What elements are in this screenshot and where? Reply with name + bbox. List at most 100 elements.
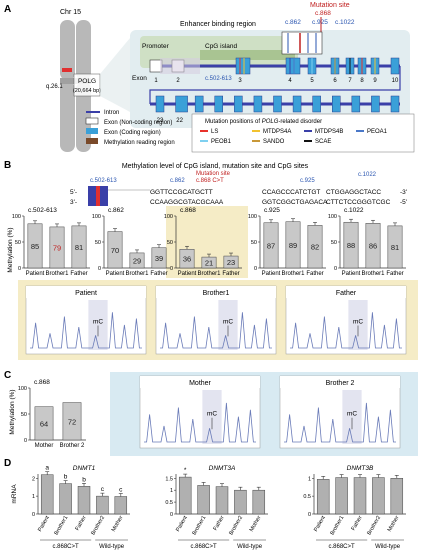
exon-10 — [390, 57, 400, 75]
category-label: Brother1 — [197, 271, 221, 277]
trace-title: Brother1 — [203, 290, 230, 297]
bar — [59, 483, 72, 515]
gene-size: (20,664 bp) — [73, 88, 101, 94]
trace-title: Mother — [189, 380, 211, 387]
data-label: 87 — [267, 241, 275, 250]
top-exons — [235, 57, 400, 75]
exon-16 — [292, 95, 302, 113]
exon-label-6: 6 — [333, 78, 337, 84]
category-label: Father — [306, 271, 323, 277]
chart-title: c.868 — [34, 379, 50, 386]
y-tick-label: 0 — [334, 266, 337, 272]
exon-label-5: 5 — [310, 78, 314, 84]
y-tick-label: 100 — [18, 386, 27, 392]
category-label: Father — [150, 271, 167, 277]
promoter-label: Promoter — [142, 43, 170, 50]
category-label: Father — [351, 515, 364, 532]
category-label: Patient — [106, 271, 125, 277]
trace-signal — [290, 312, 402, 349]
y-tick-label: 100 — [92, 214, 101, 220]
category-label: Mother — [111, 515, 125, 533]
trace-header — [26, 286, 146, 298]
exon-label-22: 22 — [176, 118, 183, 124]
bar — [353, 477, 367, 515]
chart-title: c.862 — [108, 207, 124, 214]
exon-22 — [175, 95, 188, 113]
bar — [77, 486, 91, 515]
trace-title: Brother 2 — [326, 380, 355, 387]
chart-title: DNMT3A — [209, 465, 236, 472]
category-label: Mother — [35, 443, 54, 449]
exon-15 — [312, 95, 321, 113]
disorder-peob1: PEOB1 — [211, 139, 232, 145]
seq-bot-prefix: 3'- — [70, 199, 77, 206]
exon-label-3: 3 — [238, 78, 242, 84]
y-tick-label: 100 — [248, 214, 257, 220]
bar — [62, 402, 82, 441]
group-label-mut: c.868C>T — [329, 544, 356, 550]
exon-label-2: 2 — [176, 78, 180, 84]
panel-d-letter: D — [4, 458, 11, 469]
mc-label: mC — [207, 411, 217, 418]
seq-c868: c.868 C>T — [196, 178, 224, 184]
seq-c862: c.862 — [170, 178, 185, 184]
y-tick-label: 50 — [331, 240, 337, 246]
mutation-zoom-lines — [287, 33, 317, 53]
y-tick-label: 0 — [24, 438, 27, 444]
c502-marker: c.502-613 — [205, 76, 232, 82]
bar — [390, 478, 404, 515]
category-label: Patient — [175, 515, 189, 533]
data-label: 64 — [40, 419, 48, 428]
category-label: Brother1 — [45, 271, 69, 277]
trace-signal — [30, 312, 142, 349]
legend-methylation: Methylation reading region — [104, 140, 175, 146]
category-label: Patient — [342, 271, 361, 277]
sig-letter: * — [184, 467, 187, 474]
category-label: Father — [75, 515, 88, 532]
y-tick-label: 100 — [328, 214, 337, 220]
category-label: Brother1 — [125, 271, 149, 277]
cpg-label: CpG island — [205, 43, 238, 50]
exon-prefix: Exon — [132, 75, 147, 82]
category-label: Patient — [37, 515, 51, 533]
bar — [34, 406, 54, 441]
category-label: Patient — [262, 271, 281, 277]
mc-label: mC — [347, 411, 357, 418]
cpg-highlight — [202, 390, 222, 444]
exon-label-7: 7 — [348, 78, 352, 84]
seq-bot-1: CCAAGGCGTACGCAAA — [150, 199, 224, 206]
bar — [316, 479, 330, 515]
panel-b-title: Methylation level of CpG island, mutatio… — [122, 163, 309, 170]
methylation-chart-1: 050100c.502-61385Patient79Brother181Fath… — [12, 207, 90, 277]
mutation-zoom-box — [281, 31, 323, 55]
gene-label: POLG — [78, 78, 96, 85]
chart-title: c.1022 — [344, 207, 364, 214]
y-tick-label: 0.5 — [303, 494, 311, 500]
bar — [40, 474, 54, 515]
y-tick-label: 0.5 — [165, 500, 173, 506]
group-label-mut: c.868C>T — [191, 544, 218, 550]
sig-letter: b — [82, 476, 86, 483]
category-label: Father — [386, 271, 403, 277]
disorder-mtdps4a: MTDPS4A — [263, 129, 291, 135]
trace-title: Patient — [75, 290, 97, 297]
cpg-highlight — [348, 300, 368, 350]
exon-17 — [273, 95, 282, 113]
exon-19 — [234, 95, 243, 113]
chart-title: DNMT3B — [347, 465, 374, 472]
cpg-highlight — [218, 300, 238, 350]
trace-signal — [160, 312, 272, 349]
category-label: Brother1 — [330, 515, 346, 536]
chart-title: c.502-613 — [28, 207, 57, 214]
seq-cpg-mark — [96, 186, 100, 206]
bar — [197, 485, 210, 515]
exon-11 — [390, 95, 400, 113]
